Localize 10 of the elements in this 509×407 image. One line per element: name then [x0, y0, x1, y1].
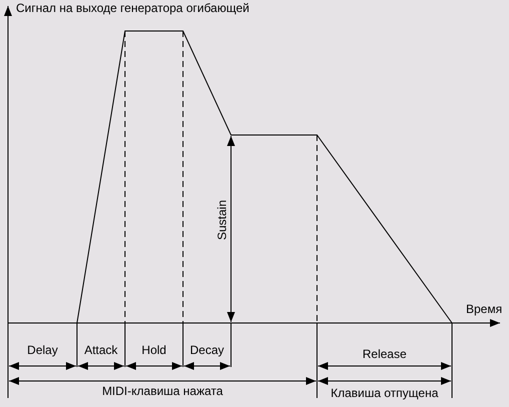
dimension-label: Sustain — [215, 200, 229, 240]
dimension-label: Delay — [27, 343, 58, 357]
axis-title: Время — [466, 302, 502, 316]
dimension-label: Release — [362, 347, 407, 361]
axis-title: Сигнал на выходе генератора огибающей — [16, 1, 250, 15]
dimension-label: Hold — [142, 343, 166, 357]
dimension-label: Клавиша отпущена — [330, 386, 438, 400]
dimension-label: MIDI-клавиша нажата — [102, 384, 223, 398]
dimension-label: Attack — [84, 343, 118, 357]
dimension-label: Decay — [190, 343, 224, 357]
